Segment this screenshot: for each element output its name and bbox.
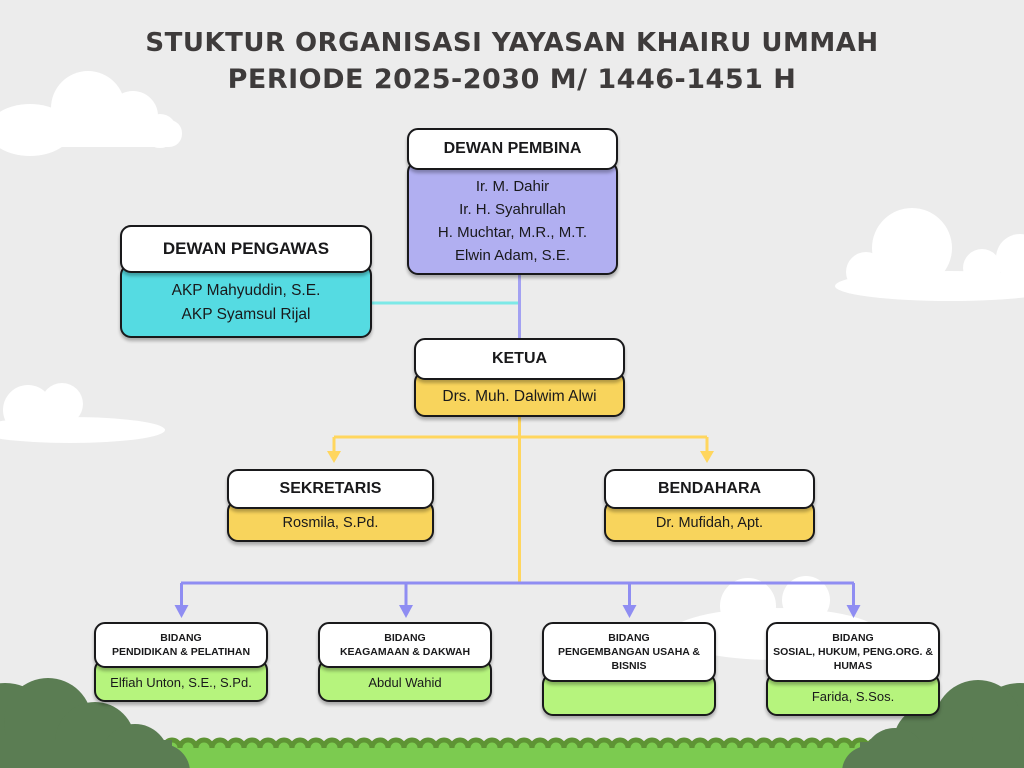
cloud-top-left (0, 71, 182, 156)
node-dewan-pengawas: DEWAN PENGAWAS AKP Mahyuddin, S.E. AKP S… (120, 225, 372, 338)
member-name: AKP Syamsul Rijal (181, 306, 311, 323)
member-name: Drs. Muh. Dalwim Alwi (442, 388, 597, 405)
member-name: Elwin Adam, S.E. (454, 247, 571, 264)
node-bidang-usaha: BIDANG PENGEMBANGAN USAHA & BISNIS (542, 622, 716, 716)
node-bidang-pendidikan-title: BIDANG PENDIDIKAN & PELATIHAN (94, 622, 268, 668)
member-name: H. Muchtar, M.R., M.T. (437, 224, 588, 241)
node-bidang-sosial: BIDANG SOSIAL, HUKUM, PENG.ORG. & HUMAS … (766, 622, 940, 716)
node-dewan-pengawas-members: AKP Mahyuddin, S.E. AKP Syamsul Rijal (120, 264, 372, 338)
node-bidang-sosial-title: BIDANG SOSIAL, HUKUM, PENG.ORG. & HUMAS (766, 622, 940, 682)
bidang-label-top: BIDANG (608, 632, 650, 644)
member-name: Abdul Wahid (368, 675, 442, 690)
bidang-label-rest: PENDIDIKAN & PELATIHAN (111, 646, 251, 658)
node-dewan-pembina: DEWAN PEMBINA Ir. M. Dahir Ir. H. Syahru… (407, 128, 618, 275)
node-sekretaris-title: SEKRETARIS (227, 469, 434, 509)
bidang-label-rest: SOSIAL, HUKUM, PENG.ORG. & HUMAS (773, 646, 933, 672)
connector-bidang-branches (174, 581, 861, 618)
member-name-empty (548, 688, 710, 705)
node-bendahara: BENDAHARA Dr. Mufidah, Apt. (604, 469, 815, 542)
grass-strip (145, 737, 903, 768)
node-ketua-title: KETUA (414, 338, 625, 380)
bidang-label-rest: PENGEMBANGAN USAHA & BISNIS (558, 646, 700, 672)
title-line-2: PERIODE 2025-2030 M/ 1446-1451 H (227, 64, 797, 95)
bush-right (842, 680, 1024, 768)
member-name: AKP Mahyuddin, S.E. (171, 282, 321, 299)
member-name: Dr. Mufidah, Apt. (655, 515, 764, 531)
cloud-left-middle (0, 383, 165, 443)
member-name: Farida, S.Sos. (811, 689, 895, 704)
bidang-label-top: BIDANG (384, 632, 426, 644)
node-bendahara-title: BENDAHARA (604, 469, 815, 509)
node-bidang-keagamaan-title: BIDANG KEAGAMAAN & DAKWAH (318, 622, 492, 668)
node-dewan-pembina-title: DEWAN PEMBINA (407, 128, 618, 170)
node-bidang-usaha-title: BIDANG PENGEMBANGAN USAHA & BISNIS (542, 622, 716, 682)
node-dewan-pembina-members: Ir. M. Dahir Ir. H. Syahrullah H. Muchta… (407, 161, 618, 275)
node-ketua: KETUA Drs. Muh. Dalwim Alwi (414, 338, 625, 417)
member-name: Ir. H. Syahrullah (459, 201, 566, 218)
bush-left (0, 678, 190, 768)
cloud-right (835, 208, 1024, 301)
member-name: Ir. M. Dahir (475, 178, 550, 195)
node-bidang-keagamaan: BIDANG KEAGAMAAN & DAKWAH Abdul Wahid (318, 622, 492, 702)
node-sekretaris: SEKRETARIS Rosmila, S.Pd. (227, 469, 434, 542)
node-bidang-pendidikan: BIDANG PENDIDIKAN & PELATIHAN Elfiah Unt… (94, 622, 268, 702)
connector-ketua-branches (327, 414, 714, 583)
bidang-label-rest: KEAGAMAAN & DAKWAH (339, 646, 471, 658)
member-name: Elfiah Unton, S.E., S.Pd. (110, 675, 252, 690)
page-title: STUKTUR ORGANISASI YAYASAN KHAIRU UMMAH … (0, 24, 1024, 98)
title-line-1: STUKTUR ORGANISASI YAYASAN KHAIRU UMMAH (145, 28, 879, 58)
member-name: Rosmila, S.Pd. (282, 515, 379, 531)
bidang-label-top: BIDANG (160, 632, 202, 644)
node-dewan-pengawas-title: DEWAN PENGAWAS (120, 225, 372, 273)
bidang-label-top: BIDANG (832, 632, 874, 644)
